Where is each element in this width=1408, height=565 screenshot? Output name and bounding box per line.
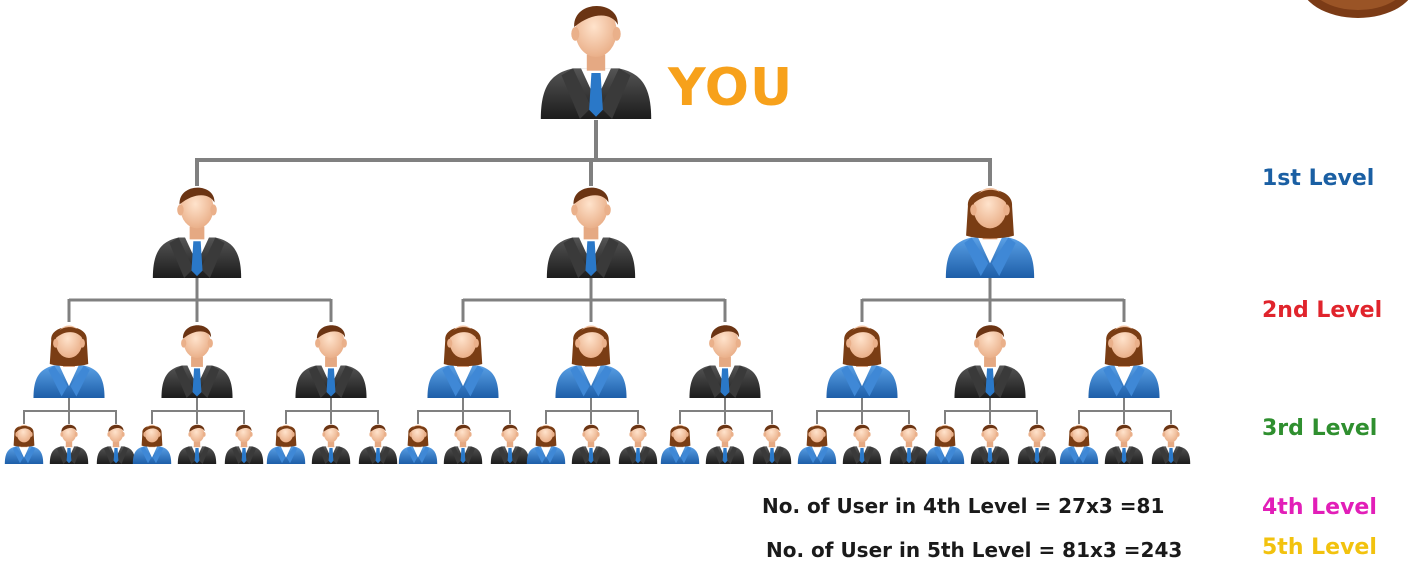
you-label: YOU: [668, 58, 794, 118]
businessman-icon: [618, 424, 658, 464]
businesswoman-icon: [555, 325, 627, 398]
businesswoman-icon: [1059, 424, 1099, 464]
level-5-user-count: No. of User in 5th Level = 81x3 =243: [766, 538, 1183, 562]
businesswoman-icon: [266, 424, 306, 464]
businessman-icon: [161, 325, 233, 398]
businessman-icon: [96, 424, 136, 464]
businessman-icon: [490, 424, 530, 464]
businesswoman-icon: [945, 187, 1035, 278]
level-4-user-count: No. of User in 4th Level = 27x3 =81: [762, 494, 1165, 518]
root-person-icon: [540, 6, 652, 119]
businessman-icon: [224, 424, 264, 464]
businesswoman-icon: [1088, 325, 1160, 398]
businesswoman-icon: [132, 424, 172, 464]
businessman-icon: [1151, 424, 1191, 464]
businesswoman-icon: [33, 325, 105, 398]
businessman-icon: [752, 424, 792, 464]
connector-lines: [23, 120, 1172, 424]
level-4-label: 4th Level: [1262, 495, 1377, 520]
businessman-icon: [689, 325, 761, 398]
businesswoman-icon: [526, 424, 566, 464]
level-2-label: 2nd Level: [1262, 298, 1383, 323]
businessman-icon: [49, 424, 89, 464]
businesswoman-icon: [427, 325, 499, 398]
businesswoman-icon: [660, 424, 700, 464]
businessman-icon: [177, 424, 217, 464]
businessman-icon: [705, 424, 745, 464]
businessman-icon: [152, 187, 242, 278]
businessman-icon: [970, 424, 1010, 464]
level-5-label: 5th Level: [1262, 535, 1377, 560]
businessman-icon: [295, 325, 367, 398]
businessman-icon: [358, 424, 398, 464]
businessman-icon: [842, 424, 882, 464]
businessman-icon: [311, 424, 351, 464]
businesswoman-icon: [797, 424, 837, 464]
businessman-icon: [954, 325, 1026, 398]
businessman-icon: [571, 424, 611, 464]
businessman-icon: [443, 424, 483, 464]
businessman-icon: [889, 424, 929, 464]
businesswoman-icon: [925, 424, 965, 464]
businessman-icon: [546, 187, 636, 278]
businesswoman-icon: [826, 325, 898, 398]
businesswoman-icon: [4, 424, 44, 464]
businessman-icon: [1017, 424, 1057, 464]
businesswoman-icon: [398, 424, 438, 464]
businessman-icon: [1104, 424, 1144, 464]
level-3-label: 3rd Level: [1262, 416, 1378, 441]
level-1-label: 1st Level: [1262, 166, 1375, 191]
badge-logo-icon: ★: [1307, 0, 1408, 18]
people-nodes: [4, 6, 1191, 464]
